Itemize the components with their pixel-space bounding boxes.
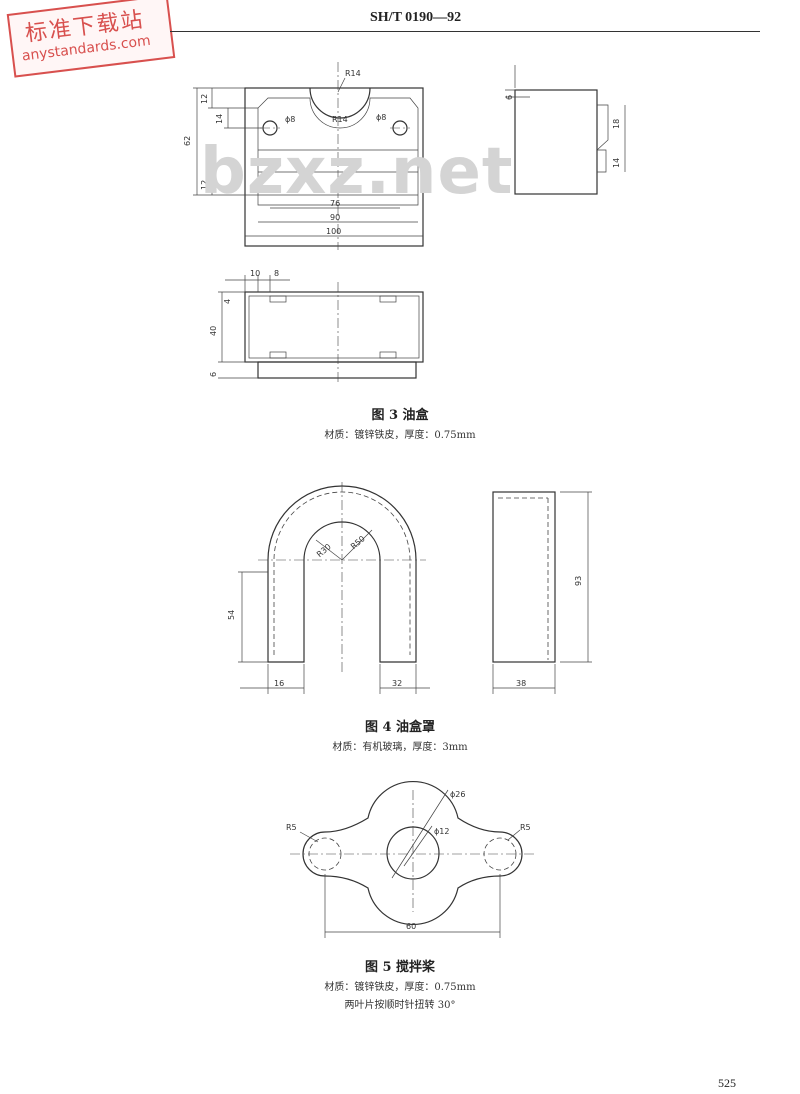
figure-5-drawing: ϕ26 ϕ12 R5 R5 60 [286,781,535,938]
dim-inner-radius: R14 [332,115,348,124]
dim-side-b: 14 [612,158,621,168]
dim-plan-b: 8 [274,269,279,278]
oil-box-inner-outline [257,97,419,206]
figure-4-drawing: R30 R50 54 16 32 93 38 [227,482,592,694]
cover-side-outline [492,491,556,663]
dim-r-right: R5 [520,823,531,832]
figure-3-caption: 图 3 油盒 [371,408,429,423]
dim-width-right: 32 [392,679,402,688]
standard-number: SH/T 0190—92 [370,10,462,25]
page-number: 525 [718,1076,736,1090]
dim-h3: 12 [200,180,209,190]
figure-3-note: 材质：镀锌铁皮，厚度：0.75mm [324,430,476,441]
dim-plan-small: 4 [223,299,232,304]
figure-5-caption: 图 5 搅拌桨 [364,960,436,975]
oil-box-top-notch [309,87,371,119]
cover-u-outline [267,485,417,663]
figure-4-caption: 图 4 油盒罩 [364,720,436,735]
dim-r-small: R30 [315,542,333,559]
dim-bolt-right: ϕ8 [376,113,386,122]
dim-w3: 100 [326,227,341,236]
oil-box-plan-base [257,361,417,379]
dim-r-big: R50 [349,534,367,551]
figure-5-note-2: 两叶片按顺时针扭转 30° [344,1000,456,1011]
dim-side-a: 18 [612,119,621,129]
dim-total-height: 62 [183,136,192,146]
dim-w1: 76 [330,199,340,208]
figure-5-note: 材质：镀锌铁皮，厚度：0.75mm [324,982,476,993]
watermark-text: bzxz.net [200,135,514,209]
dim-width-left: 16 [274,679,284,688]
figure-4-note: 材质：有机玻璃，厚度：3mm [332,742,468,753]
oil-box-side-outline [514,89,598,195]
header-rule [170,31,760,32]
dim-plan-a: 10 [250,269,260,278]
dim-cover-height: 93 [574,576,583,586]
dim-cover-depth: 38 [516,679,526,688]
oil-box-front-outline [244,87,424,247]
dim-plan-base: 6 [209,372,218,377]
dim-side-thickness: 6 [505,95,514,100]
dim-w2: 90 [330,213,340,222]
dim-plan-height: 40 [209,326,218,336]
dim-h2: 14 [215,114,224,124]
dim-paddle-width: 60 [406,922,416,931]
dim-inner-dia: ϕ12 [434,827,449,836]
dim-r-left: R5 [286,823,297,832]
dim-left-height: 54 [227,610,236,620]
dim-bolt-left: ϕ8 [285,115,295,124]
dim-outer-dia: ϕ26 [450,790,465,799]
paddle-outline [302,781,523,925]
figure-3-drawing: R14 ϕ8 R14 ϕ8 62 12 14 12 76 90 100 6 18… [183,62,626,384]
oil-box-plan-outline [244,291,424,363]
dim-h1: 12 [200,94,209,104]
dim-top-radius: R14 [345,69,361,78]
